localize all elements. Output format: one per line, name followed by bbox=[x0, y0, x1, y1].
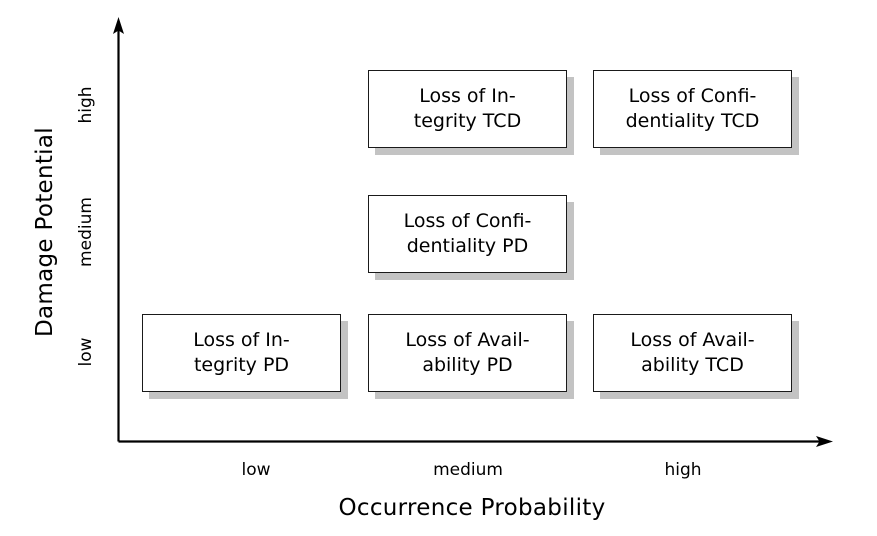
y-tick-medium: medium bbox=[76, 197, 96, 267]
risk-cell-line-2: dentiality TCD bbox=[625, 110, 760, 132]
x-axis-title: Occurrence Probability bbox=[338, 495, 606, 521]
risk-cell-confidentiality-pd[interactable]: Loss of Confi- dentiality PD bbox=[368, 195, 567, 273]
risk-cell-line-1: Loss of In- bbox=[193, 328, 290, 351]
risk-cell-availability-tcd[interactable]: Loss of Avail- ability TCD bbox=[593, 314, 792, 392]
risk-cell-line-1: Loss of In- bbox=[419, 84, 516, 107]
risk-cell-line-1: Loss of Confi- bbox=[403, 209, 532, 232]
y-axis-arrowhead bbox=[113, 17, 124, 34]
risk-cell-line-2: tegrity TCD bbox=[413, 110, 522, 132]
risk-cell-line-1: Loss of Avail- bbox=[630, 328, 755, 351]
risk-cell-confidentiality-tcd[interactable]: Loss of Confi- dentiality TCD bbox=[593, 70, 792, 148]
risk-cell-line-2: tegrity PD bbox=[193, 354, 290, 376]
risk-cell-line-2: ability PD bbox=[422, 354, 513, 376]
risk-cell-integrity-pd[interactable]: Loss of In- tegrity PD bbox=[142, 314, 341, 392]
risk-cell-line-1: Loss of Avail- bbox=[405, 328, 530, 351]
risk-cell-line-1: Loss of Confi- bbox=[628, 84, 757, 107]
y-tick-high: high bbox=[76, 86, 96, 124]
x-axis-arrowhead bbox=[816, 436, 833, 447]
risk-cell-line-2: ability TCD bbox=[641, 354, 744, 376]
x-tick-high: high bbox=[664, 460, 702, 480]
y-axis-title: Damage Potential bbox=[32, 127, 58, 337]
x-tick-medium: medium bbox=[433, 460, 503, 480]
risk-cell-availability-pd[interactable]: Loss of Avail- ability PD bbox=[368, 314, 567, 392]
risk-cell-integrity-tcd[interactable]: Loss of In- tegrity TCD bbox=[368, 70, 567, 148]
x-tick-low: low bbox=[241, 460, 271, 480]
y-tick-low: low bbox=[76, 337, 96, 367]
risk-cell-line-2: dentiality PD bbox=[406, 235, 529, 257]
